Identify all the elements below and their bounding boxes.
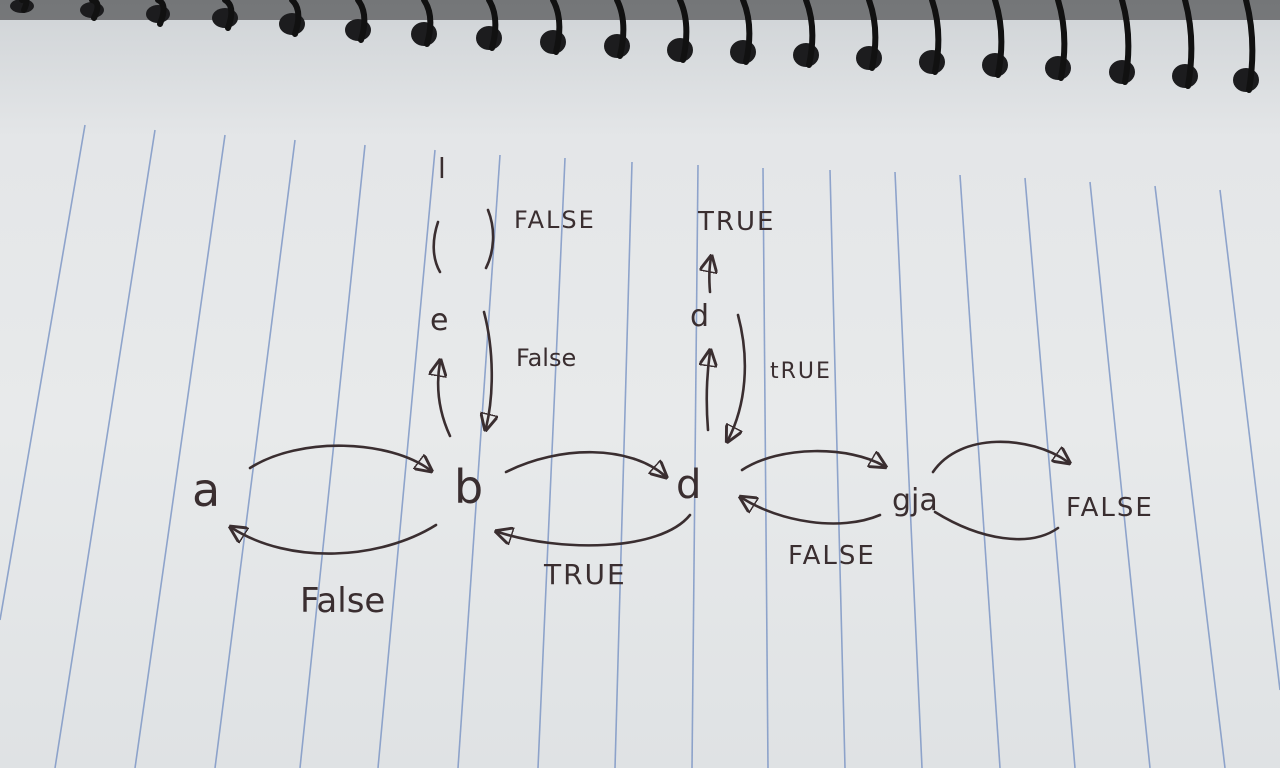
label-d-to-b: TRUE xyxy=(543,558,627,591)
spiral-binding-icon xyxy=(0,0,1280,93)
label-b-up-1: False xyxy=(516,344,576,372)
node-d-up-2: TRUE xyxy=(697,207,775,237)
label-g-to-d: FALSE xyxy=(788,541,876,571)
edge-g-to-d xyxy=(742,498,882,525)
edge-b-down-1 xyxy=(484,310,492,428)
node-a: a xyxy=(192,463,220,517)
label-d-up-1: tRUE xyxy=(770,359,832,384)
edge-labels: False TRUE FALSE FALSE False FALSE tRUE xyxy=(300,206,1154,621)
edge-d-up-1 xyxy=(707,352,710,432)
node-b: b xyxy=(454,460,483,514)
label-b-to-a: False xyxy=(300,581,385,621)
node-b-up-2: l xyxy=(438,152,446,185)
edge-b-down-2 xyxy=(484,208,495,270)
ruled-lines xyxy=(0,124,1280,768)
node-g: gja xyxy=(892,483,938,518)
edge-d-to-g xyxy=(740,449,884,472)
nodes: a b d gja e l d TRUE xyxy=(192,152,938,518)
edge-g-right-back xyxy=(933,510,1060,541)
edge-a-to-b xyxy=(248,444,430,470)
edge-b-up-1 xyxy=(438,362,452,438)
edge-b-to-a xyxy=(232,523,438,555)
edge-b-to-d xyxy=(504,450,665,476)
label-g-right: FALSE xyxy=(1066,493,1154,523)
edge-g-right-out xyxy=(931,440,1068,474)
edge-d-up-2 xyxy=(709,258,711,294)
edge-b-up-2 xyxy=(432,220,442,274)
edges xyxy=(232,208,1068,555)
label-b-up-2: FALSE xyxy=(514,206,596,234)
edge-d-to-b xyxy=(498,513,692,547)
node-b-up-1: e xyxy=(430,303,448,338)
edge-d-down-1 xyxy=(728,313,747,440)
node-d-up-1: d xyxy=(690,299,709,334)
node-d: d xyxy=(676,462,701,508)
